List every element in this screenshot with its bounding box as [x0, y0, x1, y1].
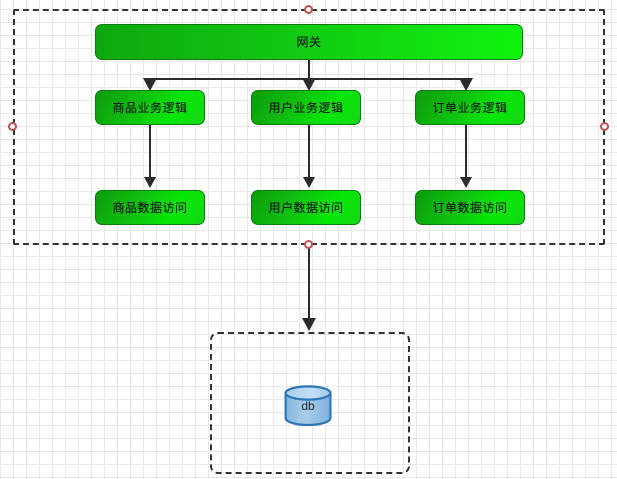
arrowhead-services-to-database: [302, 318, 316, 331]
node-product-business-logic-label: 商品业务逻辑: [112, 100, 188, 115]
node-user-data-access-label: 用户数据访问: [268, 200, 344, 215]
group-database-container[interactable]: [210, 332, 410, 474]
handle-right-middle[interactable]: [600, 122, 609, 131]
connector-gateway-stem: [308, 60, 310, 79]
arrowhead-gateway-to-logic-2: [302, 78, 316, 91]
handle-bottom-center[interactable]: [304, 240, 313, 249]
node-order-business-logic[interactable]: 订单业务逻辑: [415, 90, 525, 125]
database-cylinder-icon[interactable]: db: [284, 385, 332, 427]
node-product-data-access[interactable]: 商品数据访问: [95, 190, 205, 225]
arrowhead-gateway-to-logic-1: [143, 78, 157, 91]
arrowhead-gateway-to-logic-3: [459, 78, 473, 91]
connector-logic-to-data-1: [149, 125, 151, 178]
handle-left-middle[interactable]: [8, 122, 17, 131]
node-gateway-label: 网关: [296, 35, 322, 49]
node-product-business-logic[interactable]: 商品业务逻辑: [95, 90, 205, 125]
node-order-data-access-label: 订单数据访问: [432, 200, 508, 215]
database-label: db: [301, 399, 315, 413]
arrowhead-logic-to-data-3: [460, 177, 472, 188]
node-gateway[interactable]: 网关: [95, 24, 523, 60]
node-order-data-access[interactable]: 订单数据访问: [415, 190, 525, 225]
node-order-business-logic-label: 订单业务逻辑: [432, 100, 508, 115]
arrowhead-logic-to-data-2: [303, 177, 315, 188]
connector-services-to-database: [308, 246, 310, 318]
node-user-business-logic-label: 用户业务逻辑: [268, 100, 344, 115]
arrowhead-logic-to-data-1: [144, 177, 156, 188]
connector-logic-to-data-2: [308, 125, 310, 178]
handle-top-center[interactable]: [304, 5, 313, 14]
node-user-business-logic[interactable]: 用户业务逻辑: [251, 90, 361, 125]
connector-logic-to-data-3: [465, 125, 467, 178]
database-cylinder-shape: [284, 385, 332, 427]
node-product-data-access-label: 商品数据访问: [112, 200, 188, 215]
node-user-data-access[interactable]: 用户数据访问: [251, 190, 361, 225]
